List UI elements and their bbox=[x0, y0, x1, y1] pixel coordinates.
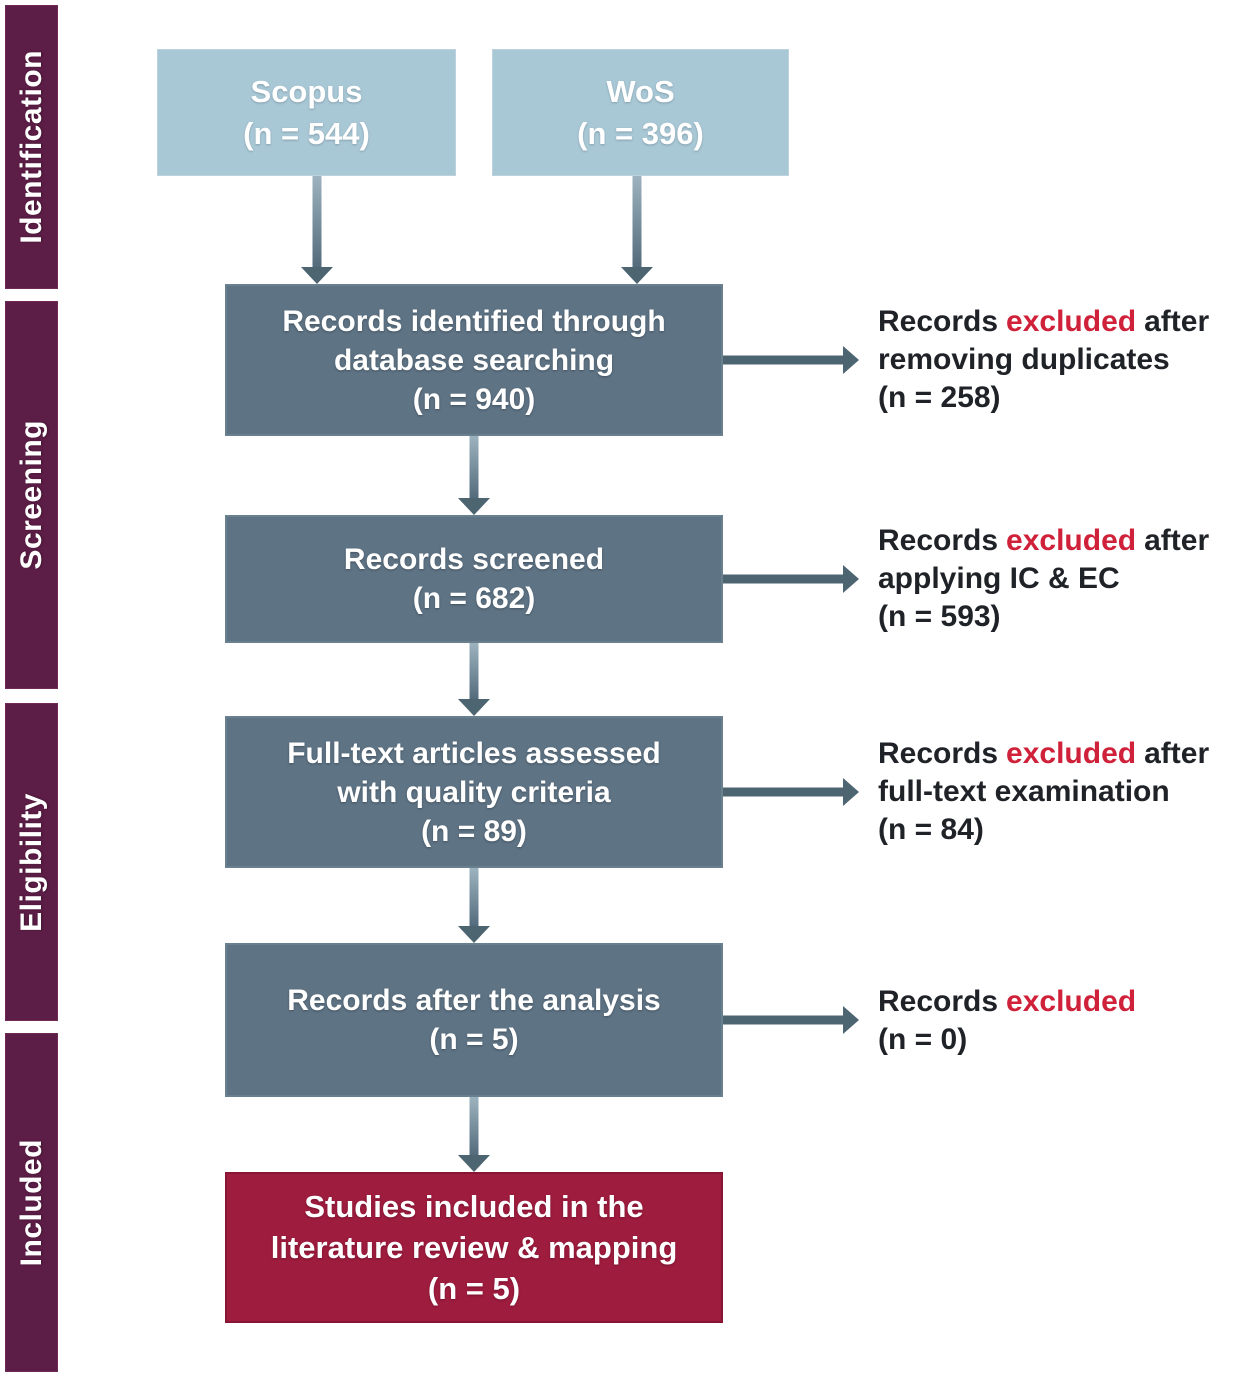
excluded-highlight: excluded bbox=[1006, 305, 1137, 338]
stage-bar-eligibility: Eligibility bbox=[5, 703, 58, 1021]
arrow-head-icon bbox=[843, 565, 859, 593]
process-box-records-after-analysis: Records after the analysis (n = 5) bbox=[225, 943, 723, 1097]
arrow-head-icon bbox=[843, 778, 859, 806]
process-box-records-screened: Records screened (n = 682) bbox=[225, 515, 723, 643]
arrow-head-icon bbox=[458, 1155, 490, 1172]
stage-bar-screening: Screening bbox=[5, 301, 58, 689]
exclusion-note-count: (n = 84) bbox=[878, 813, 984, 846]
arrow-to-exclusion-fulltext bbox=[723, 777, 859, 807]
arrow-stem bbox=[632, 176, 642, 269]
stage-bar-identification: Identification bbox=[5, 5, 58, 289]
included-box-line: literature review & mapping bbox=[270, 1230, 678, 1265]
arrow-stem bbox=[723, 787, 845, 797]
arrow-stem bbox=[723, 574, 845, 584]
arrow-head-icon bbox=[458, 498, 490, 515]
arrow-analysis-to-included bbox=[458, 1097, 490, 1172]
arrow-head-icon bbox=[458, 699, 490, 716]
note-text-before: Records bbox=[878, 737, 999, 770]
arrow-wos-to-identified bbox=[621, 176, 653, 284]
source-scopus-name: Scopus bbox=[250, 73, 363, 109]
exclusion-note-line2: full-text examination bbox=[878, 775, 1170, 808]
arrow-scopus-to-identified bbox=[301, 176, 333, 284]
stage-label-identification: Identification bbox=[14, 50, 48, 244]
stage-bar-included: Included bbox=[5, 1033, 58, 1372]
excluded-highlight: excluded bbox=[1006, 524, 1137, 557]
process-box-line: Records screened bbox=[343, 543, 605, 576]
stage-label-included: Included bbox=[14, 1138, 48, 1267]
exclusion-note-line2: applying IC & EC bbox=[878, 562, 1120, 595]
arrow-to-exclusion-duplicates bbox=[723, 345, 859, 375]
arrow-stem bbox=[469, 436, 479, 500]
note-text-after: after bbox=[1144, 305, 1210, 338]
included-box-studies: Studies included in the literature revie… bbox=[225, 1172, 723, 1323]
source-wos-count: (n = 396) bbox=[577, 115, 704, 151]
process-box-records-identified: Records identified through database sear… bbox=[225, 284, 723, 436]
excluded-highlight: excluded bbox=[1006, 737, 1137, 770]
arrow-stem bbox=[723, 355, 845, 365]
source-scopus-count: (n = 544) bbox=[243, 115, 370, 151]
note-text-after: after bbox=[1144, 737, 1210, 770]
process-box-line: Records after the analysis bbox=[287, 984, 661, 1017]
note-text-before: Records bbox=[878, 305, 999, 338]
exclusion-note-count: (n = 258) bbox=[878, 381, 1001, 414]
source-box-wos: WoS (n = 396) bbox=[492, 49, 789, 176]
arrow-head-icon bbox=[301, 267, 333, 284]
arrow-to-exclusion-ic-ec bbox=[723, 564, 859, 594]
arrow-stem bbox=[723, 1015, 845, 1025]
exclusion-note-count: (n = 0) bbox=[878, 1023, 968, 1056]
process-box-line: database searching bbox=[333, 343, 615, 377]
arrow-head-icon bbox=[843, 1006, 859, 1034]
excluded-highlight: excluded bbox=[1006, 985, 1137, 1018]
included-box-line: Studies included in the bbox=[304, 1189, 644, 1224]
process-box-count: (n = 682) bbox=[412, 582, 536, 615]
stage-label-screening: Screening bbox=[14, 420, 48, 570]
process-box-line: Records identified through bbox=[282, 304, 666, 338]
process-box-fulltext-assessed: Full-text articles assessed with quality… bbox=[225, 716, 723, 868]
process-box-count: (n = 89) bbox=[421, 814, 527, 848]
arrow-head-icon bbox=[458, 926, 490, 943]
exclusion-note-line2: removing duplicates bbox=[878, 343, 1170, 376]
arrow-stem bbox=[469, 868, 479, 928]
note-text-before: Records bbox=[878, 985, 999, 1018]
process-box-count: (n = 5) bbox=[429, 1023, 519, 1056]
included-box-count: (n = 5) bbox=[427, 1271, 521, 1306]
process-box-line: with quality criteria bbox=[337, 775, 611, 809]
exclusion-note-count: (n = 593) bbox=[878, 600, 1001, 633]
arrow-head-icon bbox=[843, 346, 859, 374]
process-box-line: Full-text articles assessed bbox=[287, 736, 661, 770]
arrow-stem bbox=[312, 176, 322, 269]
note-text-after: after bbox=[1144, 524, 1210, 557]
source-wos-name: WoS bbox=[606, 73, 675, 109]
arrow-stem bbox=[469, 1097, 479, 1157]
stage-label-eligibility: Eligibility bbox=[14, 792, 48, 932]
arrow-to-exclusion-zero bbox=[723, 1005, 859, 1035]
arrow-fulltext-to-analysis bbox=[458, 868, 490, 943]
arrow-stem bbox=[469, 643, 479, 701]
arrow-screened-to-fulltext bbox=[458, 643, 490, 716]
source-box-scopus: Scopus (n = 544) bbox=[157, 49, 456, 176]
note-text-before: Records bbox=[878, 524, 999, 557]
arrow-head-icon bbox=[621, 267, 653, 284]
process-box-count: (n = 940) bbox=[412, 382, 536, 416]
arrow-identified-to-screened bbox=[458, 436, 490, 515]
